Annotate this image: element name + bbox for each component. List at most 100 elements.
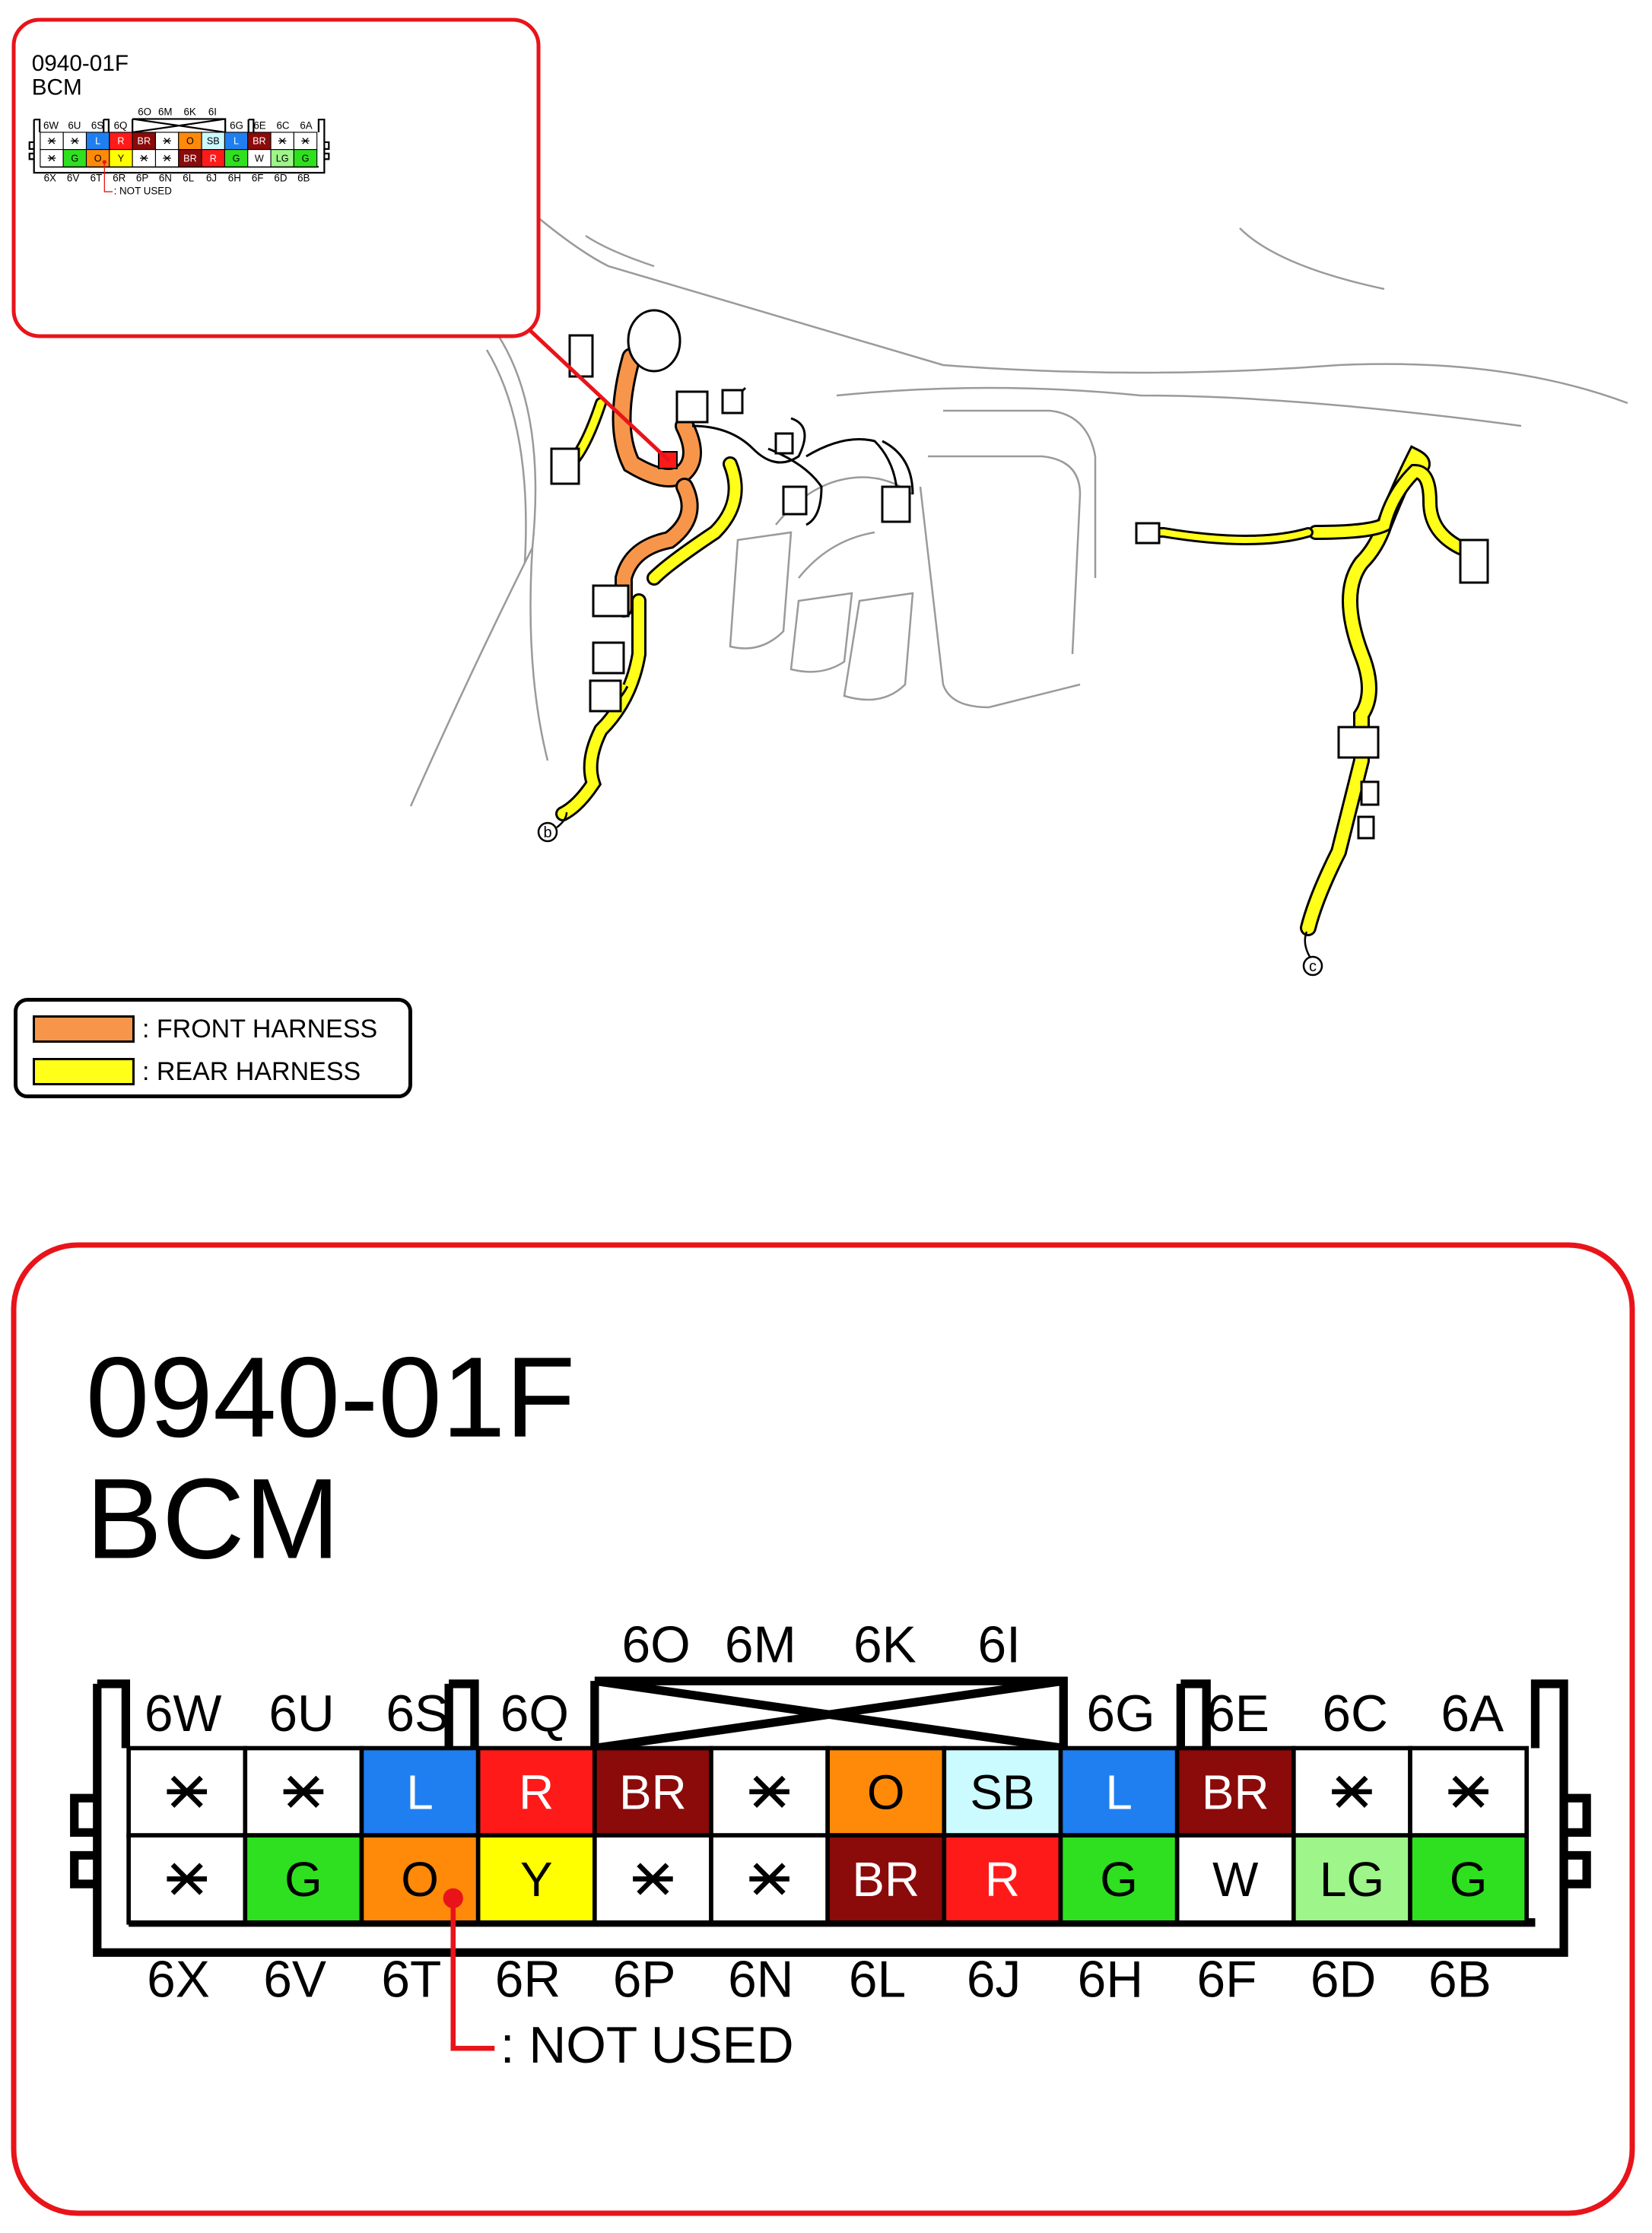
small-pin-cell-top-10: BR — [247, 132, 272, 151]
large-pin-cell-bottom-9: G — [1058, 1833, 1180, 1925]
large-pin-cell-top-1 — [126, 1745, 248, 1838]
wire-color-code: Y — [520, 1852, 553, 1907]
not-connected-asterisk-icon — [278, 138, 287, 145]
small-pin-cell-top-6 — [154, 132, 179, 151]
wire-color-code: SB — [207, 136, 220, 147]
large-pin-cell-top-2 — [243, 1745, 364, 1838]
large-bottom-pin-label: 6V — [263, 1952, 326, 2009]
small-bottom-pin-label: 6D — [274, 173, 287, 184]
small-top-pin-label: 6A — [300, 119, 312, 131]
small-top-pin-label: 6C — [277, 119, 290, 131]
wire-color-code: O — [94, 153, 102, 164]
large-pin-cell-bottom-11: LG — [1291, 1833, 1412, 1925]
large-connector-code: 0940-01F — [86, 1333, 576, 1461]
small-pin-cell-bottom-5 — [132, 149, 157, 167]
wire-color-code: W — [1212, 1852, 1259, 1907]
not-connected-asterisk-icon — [1448, 1775, 1488, 1808]
small-pin-cell-bottom-9: G — [224, 149, 249, 167]
wire-color-code: L — [234, 136, 239, 147]
not-connected-asterisk-icon — [167, 1863, 208, 1895]
rear-harness-left — [555, 397, 743, 821]
large-pin-cell-top-3: L — [359, 1745, 481, 1838]
svg-text:b: b — [543, 824, 551, 841]
wire-color-code: G — [1100, 1852, 1138, 1907]
wire-color-code: Y — [118, 153, 125, 164]
large-pin-cell-top-7: O — [825, 1745, 947, 1838]
large-pin-cell-bottom-3: O — [359, 1833, 481, 1925]
large-pin-cell-top-10: BR — [1174, 1745, 1296, 1838]
small-pin-cell-bottom-11: LG — [270, 149, 294, 167]
large-pin-cell-top-5: BR — [592, 1745, 713, 1838]
small-bottom-pin-label: 6T — [91, 173, 103, 184]
rear-harness-right — [1143, 445, 1468, 936]
large-top-pin-label: 6W — [145, 1685, 222, 1742]
not-connected-asterisk-icon — [47, 138, 56, 145]
large-pin-cell-top-6 — [709, 1745, 830, 1838]
small-bottom-pin-label: 6J — [206, 173, 217, 184]
wire-color-code: G — [1450, 1852, 1488, 1907]
small-pin-cell-top-4: R — [109, 132, 133, 151]
large-top-pin-label: 6E — [1206, 1685, 1269, 1742]
small-pin-cell-top-8: SB — [201, 132, 225, 151]
small-pin-cell-bottom-7: BR — [178, 149, 202, 167]
small-pin-cell-top-2 — [62, 132, 87, 151]
large-bridge-pin-label: 6I — [977, 1617, 1020, 1674]
small-bottom-pin-label: 6L — [183, 173, 194, 184]
wire-color-code: BR — [138, 136, 151, 147]
not-connected-asterisk-icon — [71, 138, 79, 145]
small-pin-cell-bottom-12: G — [293, 149, 318, 167]
wire-color-code: R — [117, 136, 124, 147]
wire-color-code: R — [210, 153, 217, 164]
svg-text:c: c — [1309, 958, 1317, 975]
large-pin-cell-bottom-8: R — [942, 1833, 1063, 1925]
large-bridge-pin-label: 6M — [725, 1617, 796, 1674]
small-top-pin-label: 6E — [253, 119, 265, 131]
large-bottom-pin-label: 6R — [495, 1952, 561, 2009]
large-pin-cell-bottom-5 — [592, 1833, 713, 1925]
large-bottom-pin-label: 6F — [1197, 1952, 1257, 2009]
small-bottom-pin-label: 6N — [159, 173, 172, 184]
large-top-pin-label: 6S — [386, 1685, 449, 1742]
small-not-used-annotation: : NOT USED — [102, 160, 172, 197]
large-bridge-pin-label: 6O — [622, 1617, 691, 1674]
small-bottom-pin-label: 6F — [252, 173, 264, 184]
small-pin-cell-top-7: O — [178, 132, 202, 151]
harness-legend: : FRONT HARNESS : REAR HARNESS — [14, 998, 412, 1098]
wire-color-code: L — [406, 1764, 434, 1819]
wire-color-code: R — [519, 1764, 554, 1819]
small-top-pin-label: 6U — [68, 119, 81, 131]
wire-color-code: O — [401, 1852, 439, 1907]
small-pin-cell-bottom-2: G — [62, 149, 87, 167]
small-bottom-pin-label: 6B — [297, 173, 310, 184]
leader-marker-b: b — [537, 812, 568, 843]
wire-color-code: G — [284, 1852, 322, 1907]
wire-color-code: LG — [1320, 1852, 1384, 1907]
wire-color-code: L — [1105, 1764, 1133, 1819]
small-top-pin-label: 6S — [91, 119, 103, 131]
large-pin-cell-top-12 — [1408, 1745, 1530, 1838]
small-bottom-pin-label: 6H — [228, 173, 241, 184]
small-pin-cell-bottom-1 — [40, 149, 64, 167]
small-pin-cell-top-11 — [270, 132, 294, 151]
not-connected-asterisk-icon — [163, 138, 171, 145]
small-pin-cell-top-1 — [40, 132, 64, 151]
not-connected-asterisk-icon — [47, 154, 56, 162]
wire-color-code: O — [867, 1764, 905, 1819]
small-bottom-pin-label: 6X — [44, 173, 56, 184]
right-connectors — [1135, 522, 1489, 840]
not-connected-asterisk-icon — [301, 138, 310, 145]
large-pin-cell-bottom-12: G — [1408, 1833, 1530, 1925]
small-connector-name: BCM — [32, 75, 82, 100]
large-pin-cell-bottom-7: BR — [825, 1833, 947, 1925]
rear-harness-label: : REAR HARNESS — [142, 1056, 361, 1086]
small-pin-cell-bottom-3: O — [85, 149, 110, 167]
small-top-pin-label: 6W — [43, 119, 59, 131]
wire-color-code: BR — [1202, 1764, 1269, 1819]
left-connectors — [550, 309, 911, 713]
large-top-pin-label: 6U — [268, 1685, 334, 1742]
large-pin-cell-bottom-1 — [126, 1833, 248, 1925]
not-connected-asterisk-icon — [749, 1863, 789, 1895]
large-pin-cell-top-8: SB — [942, 1745, 1063, 1838]
